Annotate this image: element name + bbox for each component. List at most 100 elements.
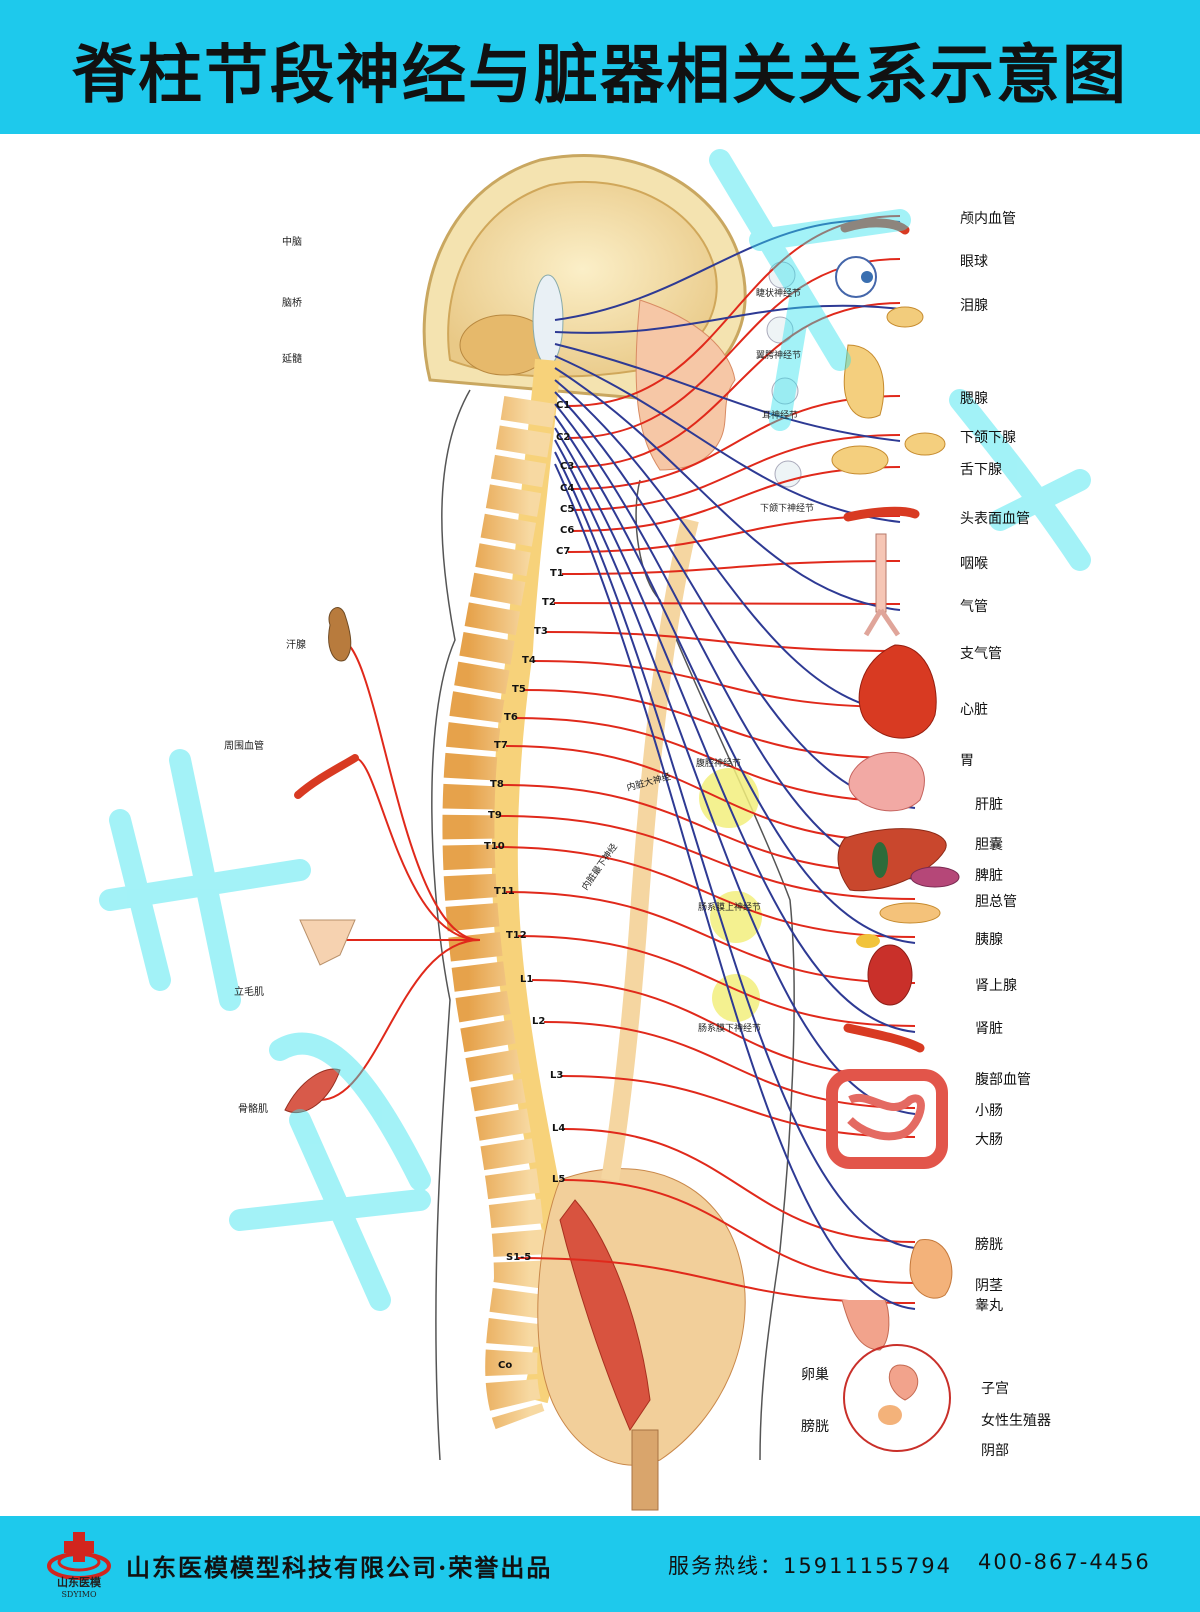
stomach: [848, 751, 925, 812]
spinal-segment-label: T6: [504, 712, 518, 723]
female-genitals-label: 女性生殖器: [981, 1413, 1051, 1429]
parasympathetic-nerve-line: [554, 219, 901, 321]
sympathetic-nerve-line: [543, 1021, 916, 1109]
pons-label: 脑桥: [282, 298, 302, 309]
sympathetic-nerve-line: [517, 935, 916, 1027]
female-bladder: [878, 1405, 902, 1425]
intracranial-vessel: [840, 218, 910, 235]
uterus-label: 子宫: [981, 1381, 1009, 1397]
spinal-segment-label: C1: [556, 400, 571, 411]
organ-label: 小肠: [975, 1103, 1003, 1119]
spinal-segment-label: L3: [550, 1070, 564, 1081]
spinal-segment-label: C2: [556, 432, 571, 443]
sympathetic-nerve-line: [515, 717, 916, 803]
organ-label: 胆总管: [975, 894, 1017, 910]
skeletal-muscle-label: 骨骼肌: [238, 1104, 268, 1115]
logo-subtext: SDYIMO: [61, 1590, 97, 1599]
ciliary-ganglion-label: 睫状神经节: [756, 289, 802, 299]
large-intestine: [826, 1069, 948, 1169]
sympathetic-nerve-line: [561, 560, 901, 575]
spinal-segment-label: C5: [560, 504, 575, 515]
sympathetic-nerve-line: [563, 1128, 916, 1243]
watermark: [99, 149, 1091, 1311]
spinal-segment-label: T8: [490, 779, 504, 790]
sympathetic-nerve-line: [523, 689, 901, 759]
spinal-segment-label: T10: [484, 841, 505, 852]
organ-label: 下颌下腺: [960, 430, 1016, 446]
organ-label: 支气管: [960, 646, 1002, 662]
organ-label: 肾脏: [975, 1021, 1003, 1037]
iris: [861, 271, 873, 283]
body-outline: [431, 389, 471, 1461]
pharynx-trachea: [875, 533, 887, 613]
anatomy-illustration: [99, 149, 1091, 1511]
parasympathetic-nerve-line: [554, 355, 901, 523]
spinal-segment-label: Co: [498, 1360, 513, 1371]
spinal-segment-label: L2: [532, 1016, 546, 1027]
spinal-segment-label: C3: [560, 461, 575, 472]
spinal-segment-label: C6: [560, 525, 575, 536]
abdominal-vessel: [843, 1023, 925, 1053]
arrector-pili-muscle: [299, 919, 356, 966]
organ-label: 心脏: [960, 702, 988, 718]
arrector-pili-label: 立毛肌: [234, 987, 264, 998]
service-hotline: 服务热线：15911155794: [668, 1554, 952, 1578]
spinal-segment-label: T11: [494, 886, 515, 897]
submandibular-ganglion-label: 下颌下神经节: [760, 504, 815, 514]
sympathetic-nerve-line: [499, 815, 916, 900]
pancreas: [879, 902, 941, 924]
lacrimal-gland: [886, 306, 924, 328]
spinal-segment-label: L5: [552, 1174, 566, 1185]
eyeball: [835, 256, 877, 298]
company-logo: [47, 1532, 111, 1580]
sympathetic-nerve-line: [533, 660, 901, 708]
somatic-sympathetic-line: [354, 757, 481, 941]
spinal-segment-label: T9: [488, 810, 502, 821]
sympathetic-nerve-line: [571, 434, 901, 511]
sympathetic-nerve-line: [561, 1075, 916, 1138]
sympathetic-nerve-line: [567, 515, 901, 553]
bronchi: [863, 608, 901, 637]
sweat-gland: [328, 607, 352, 662]
inferior-mesenteric-ganglion-label: 肠系膜下神经节: [698, 1024, 762, 1034]
superior-mesenteric-ganglion-label: 肠系膜上神经节: [698, 903, 762, 913]
superior-mesenteric-ganglion: [710, 891, 762, 943]
parasympathetic-nerve-line: [554, 427, 916, 1033]
vulva-label: 阴部: [981, 1443, 1009, 1459]
spinal-segment-label: T4: [522, 655, 536, 666]
organ-label: 眼球: [960, 254, 988, 270]
page-title: 脊柱节段神经与脏器相关关系示意图: [72, 39, 1128, 113]
organ-label: 泪腺: [960, 298, 988, 314]
sympathetic-nerve-line: [553, 602, 901, 605]
organ-label: 胰腺: [975, 932, 1003, 948]
somatic-sympathetic-line: [319, 939, 481, 1101]
sympathetic-nerve-line: [567, 215, 901, 407]
submandibular-ganglion: [774, 460, 802, 488]
scalp-vessel: [843, 506, 920, 522]
vertebral-column: [442, 396, 556, 1430]
spinal-segment-label: L4: [552, 1123, 566, 1134]
parasympathetic-nerve-line: [554, 367, 901, 611]
organ-label: 肝脏: [975, 797, 1003, 813]
femur: [631, 1429, 659, 1511]
pterygopalatine-ganglion-label: 翼腭神经节: [756, 351, 802, 361]
psoas-muscle: [559, 1199, 651, 1432]
sympathetic-nerve-line: [505, 891, 916, 984]
parasympathetic-nerve-line: [554, 379, 901, 714]
organ-label: 睾丸: [975, 1298, 1003, 1314]
spinal-segment-label: T2: [542, 597, 556, 608]
service-phone-2: 400-867-4456: [978, 1550, 1151, 1574]
gallbladder: [872, 842, 888, 878]
spinal-segment-label: T3: [534, 626, 548, 637]
organ-label: 腹部血管: [975, 1072, 1031, 1088]
midbrain-label: 中脑: [282, 237, 302, 248]
footer-banner: 山东医模 SDYIMO 山东医模模型科技有限公司·荣誉出品 服务热线：15911…: [0, 1516, 1200, 1612]
organ-label: 胆囊: [975, 837, 1003, 853]
sympathetic-nerve-line: [563, 1179, 916, 1284]
spinal-segment-label: T1: [550, 568, 564, 579]
somatic-sympathetic-line: [339, 639, 481, 941]
spinal-segment-label: T12: [506, 930, 527, 941]
diagram-area: 中脑 脑桥 延髓 睫状神经节 翼腭神经节 耳神经节 下颌下神经节 腹腔神经节 肠…: [0, 134, 1200, 1516]
spleen: [910, 866, 960, 888]
organ-label: 颅内血管: [960, 211, 1016, 227]
